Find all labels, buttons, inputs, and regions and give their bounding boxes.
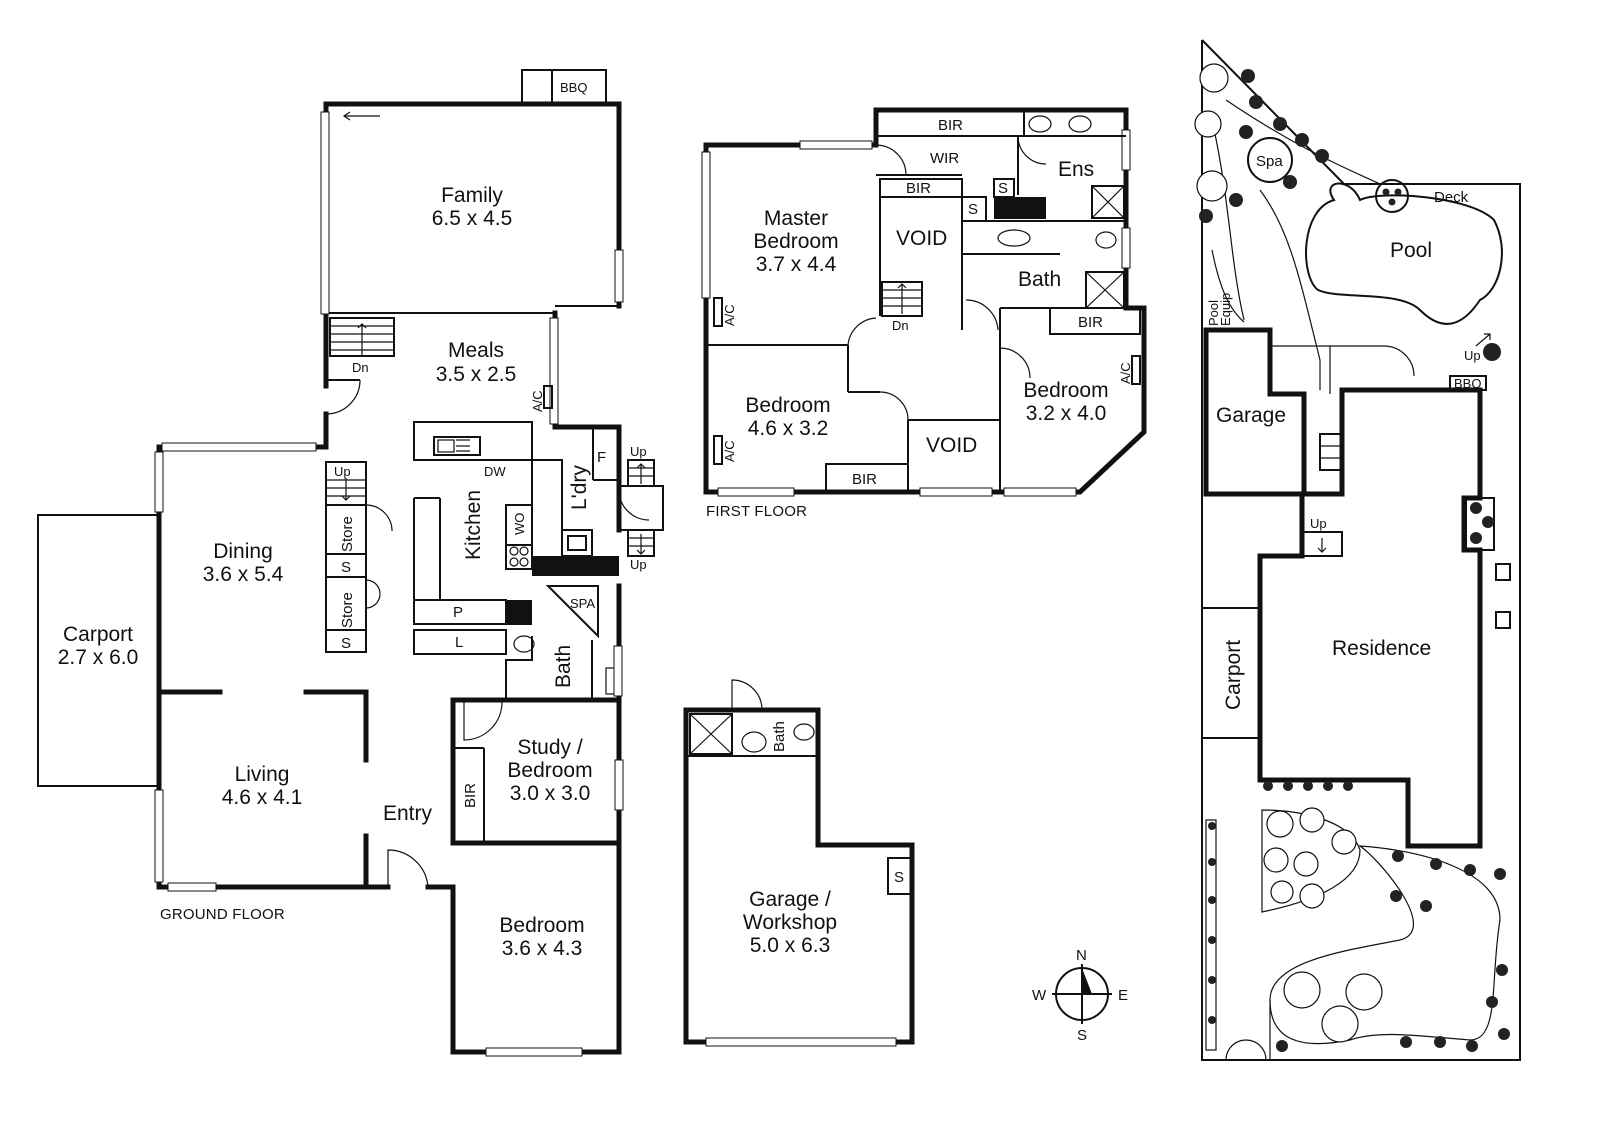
study-bir-label: BIR — [462, 783, 479, 808]
site-up-label-2: Up — [1310, 516, 1327, 531]
ff-void-label-1: VOID — [896, 227, 947, 250]
s-label-2: S — [341, 635, 351, 652]
gf-bedroom-dims: 3.6 x 4.3 — [502, 937, 583, 960]
garage-workshop-plan: Bath S Garage / Workshop 5.0 x 6.3 — [683, 679, 915, 1047]
family-stairs — [329, 317, 395, 357]
ff-bir-bottom-label: BIR — [852, 471, 877, 488]
compass-s: S — [1077, 1027, 1087, 1044]
garage-label-2: Workshop — [743, 911, 837, 934]
study-label-1: Study / — [517, 736, 583, 759]
site-garage-label: Garage — [1216, 404, 1286, 427]
site-spa-label: Spa — [1256, 153, 1283, 170]
ff-bath-label: Bath — [1018, 268, 1061, 291]
gf-bath-label: Bath — [552, 645, 575, 688]
store-label-2: Store — [339, 592, 356, 628]
study-dims: 3.0 x 3.0 — [510, 782, 591, 805]
laundry-label: L'dry — [568, 465, 591, 510]
wo-label: WO — [512, 513, 527, 535]
master-dims: 3.7 x 4.4 — [756, 253, 837, 276]
laundry-stairs-up-2: Up — [630, 557, 647, 572]
site-carport-label: Carport — [1222, 640, 1245, 710]
ff-bedroom1-dims: 4.6 x 3.2 — [748, 417, 829, 440]
ff-bedroom2-label: Bedroom — [1023, 379, 1108, 402]
laundry-stairs-up-1: Up — [630, 444, 647, 459]
spa-label: SPA — [570, 596, 595, 611]
site-trees — [1194, 63, 1383, 1043]
carport-label: Carport — [63, 623, 133, 646]
entry-label: Entry — [383, 802, 433, 825]
family-stairs-dn: Dn — [352, 360, 369, 375]
store-label-1: Store — [339, 516, 356, 552]
deck-planter — [1375, 179, 1409, 213]
meals-dims: 3.5 x 2.5 — [436, 363, 517, 386]
ens-label: Ens — [1058, 158, 1094, 181]
dining-label: Dining — [213, 540, 273, 563]
first-floor-plan: A/C Master Bedroom 3.7 x 4.4 BIR WIR BIR… — [701, 107, 1147, 520]
dw-label: DW — [484, 464, 506, 479]
ff-bir-top-label: BIR — [938, 117, 963, 134]
site-pool-equip-1: Pool — [1206, 300, 1221, 326]
ff-void-label-2: VOID — [926, 434, 977, 457]
compass-n: N — [1076, 947, 1087, 964]
ff-master-ac-label: A/C — [722, 304, 737, 326]
garage-dims: 5.0 x 6.3 — [750, 934, 831, 957]
ff-bir-void-label: BIR — [906, 180, 931, 197]
family-room-label: Family — [441, 184, 503, 207]
garage-label-1: Garage / — [749, 888, 831, 911]
l-label: L — [455, 634, 463, 651]
meals-label: Meals — [448, 339, 504, 362]
garage-bath-label: Bath — [771, 721, 788, 752]
living-label: Living — [235, 763, 290, 786]
site-pool-label: Pool — [1390, 239, 1432, 262]
site-bbq-label: BBQ — [1454, 376, 1481, 391]
site-deck-label: Deck — [1434, 189, 1469, 206]
first-floor-title: FIRST FLOOR — [706, 503, 807, 520]
ff-bedroom2-ac-label: A/C — [1118, 362, 1133, 384]
ff-s-label-2: S — [968, 201, 978, 218]
ff-bedroom2-dims: 3.2 x 4.0 — [1026, 402, 1107, 425]
compass-e: E — [1118, 987, 1128, 1004]
compass-w: W — [1032, 987, 1047, 1004]
family-room-dims: 6.5 x 4.5 — [432, 207, 513, 230]
site-up-label-1: Up — [1464, 348, 1481, 363]
carport-dims: 2.7 x 6.0 — [58, 646, 139, 669]
living-dims: 4.6 x 4.1 — [222, 786, 303, 809]
study-label-2: Bedroom — [507, 759, 592, 782]
ff-bir-right-label: BIR — [1078, 314, 1103, 331]
meals-ac-label: A/C — [530, 390, 545, 412]
ff-bedroom1-label: Bedroom — [745, 394, 830, 417]
ff-s-label-1: S — [998, 180, 1008, 197]
site-pool-equip-2: Equip — [1218, 293, 1233, 326]
store-column — [325, 461, 393, 653]
spa-bath-area — [505, 583, 623, 703]
site-bushes — [1199, 69, 1510, 1052]
ff-stairs-dn: Dn — [892, 318, 909, 333]
dining-dims: 3.6 x 5.4 — [203, 563, 284, 586]
ff-bedroom1-ac-label: A/C — [722, 440, 737, 462]
carport — [37, 514, 160, 787]
site-plan: Spa Pool Deck Pool Equip Up Garage BBQ — [1194, 39, 1521, 1061]
pantry-label: P — [453, 604, 463, 621]
master-label-2: Bedroom — [753, 230, 838, 253]
f-label: F — [597, 449, 606, 466]
gf-bbq-label: BBQ — [560, 80, 587, 95]
ground-floor-title: GROUND FLOOR — [160, 906, 285, 923]
gf-bedroom-label: Bedroom — [499, 914, 584, 937]
compass: N S E W — [1032, 947, 1128, 1044]
ground-floor-plan: BBQ Family 6.5 x 4.5 Dn Meals 3.5 x 2.5 … — [37, 69, 664, 1057]
store-stairs-up: Up — [334, 464, 351, 479]
site-residence-label: Residence — [1332, 637, 1431, 660]
wir-label: WIR — [930, 150, 959, 167]
kitchen-label: Kitchen — [462, 490, 485, 560]
garage-s-label: S — [894, 869, 904, 886]
laundry-stairs — [627, 459, 655, 557]
master-label-1: Master — [764, 207, 828, 230]
s-label-1: S — [341, 559, 351, 576]
